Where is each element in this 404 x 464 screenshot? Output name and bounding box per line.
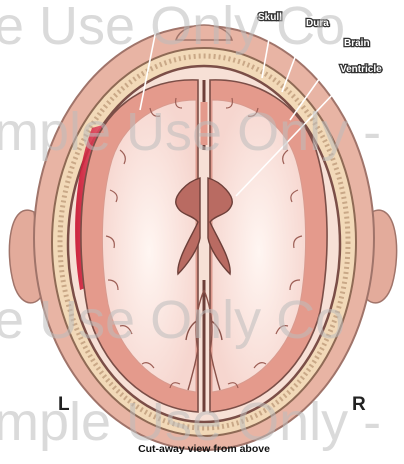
ventricle-label: Ventricle <box>340 64 382 75</box>
watermark-line-2: mple Use Only - <box>0 102 381 162</box>
brain-label: Brain <box>344 38 370 49</box>
watermark-line-1: e Use Only Co <box>0 0 345 56</box>
watermark-line-4: mple Use Only - <box>0 392 381 452</box>
watermark-line-3: e Use Only Co <box>0 290 345 350</box>
